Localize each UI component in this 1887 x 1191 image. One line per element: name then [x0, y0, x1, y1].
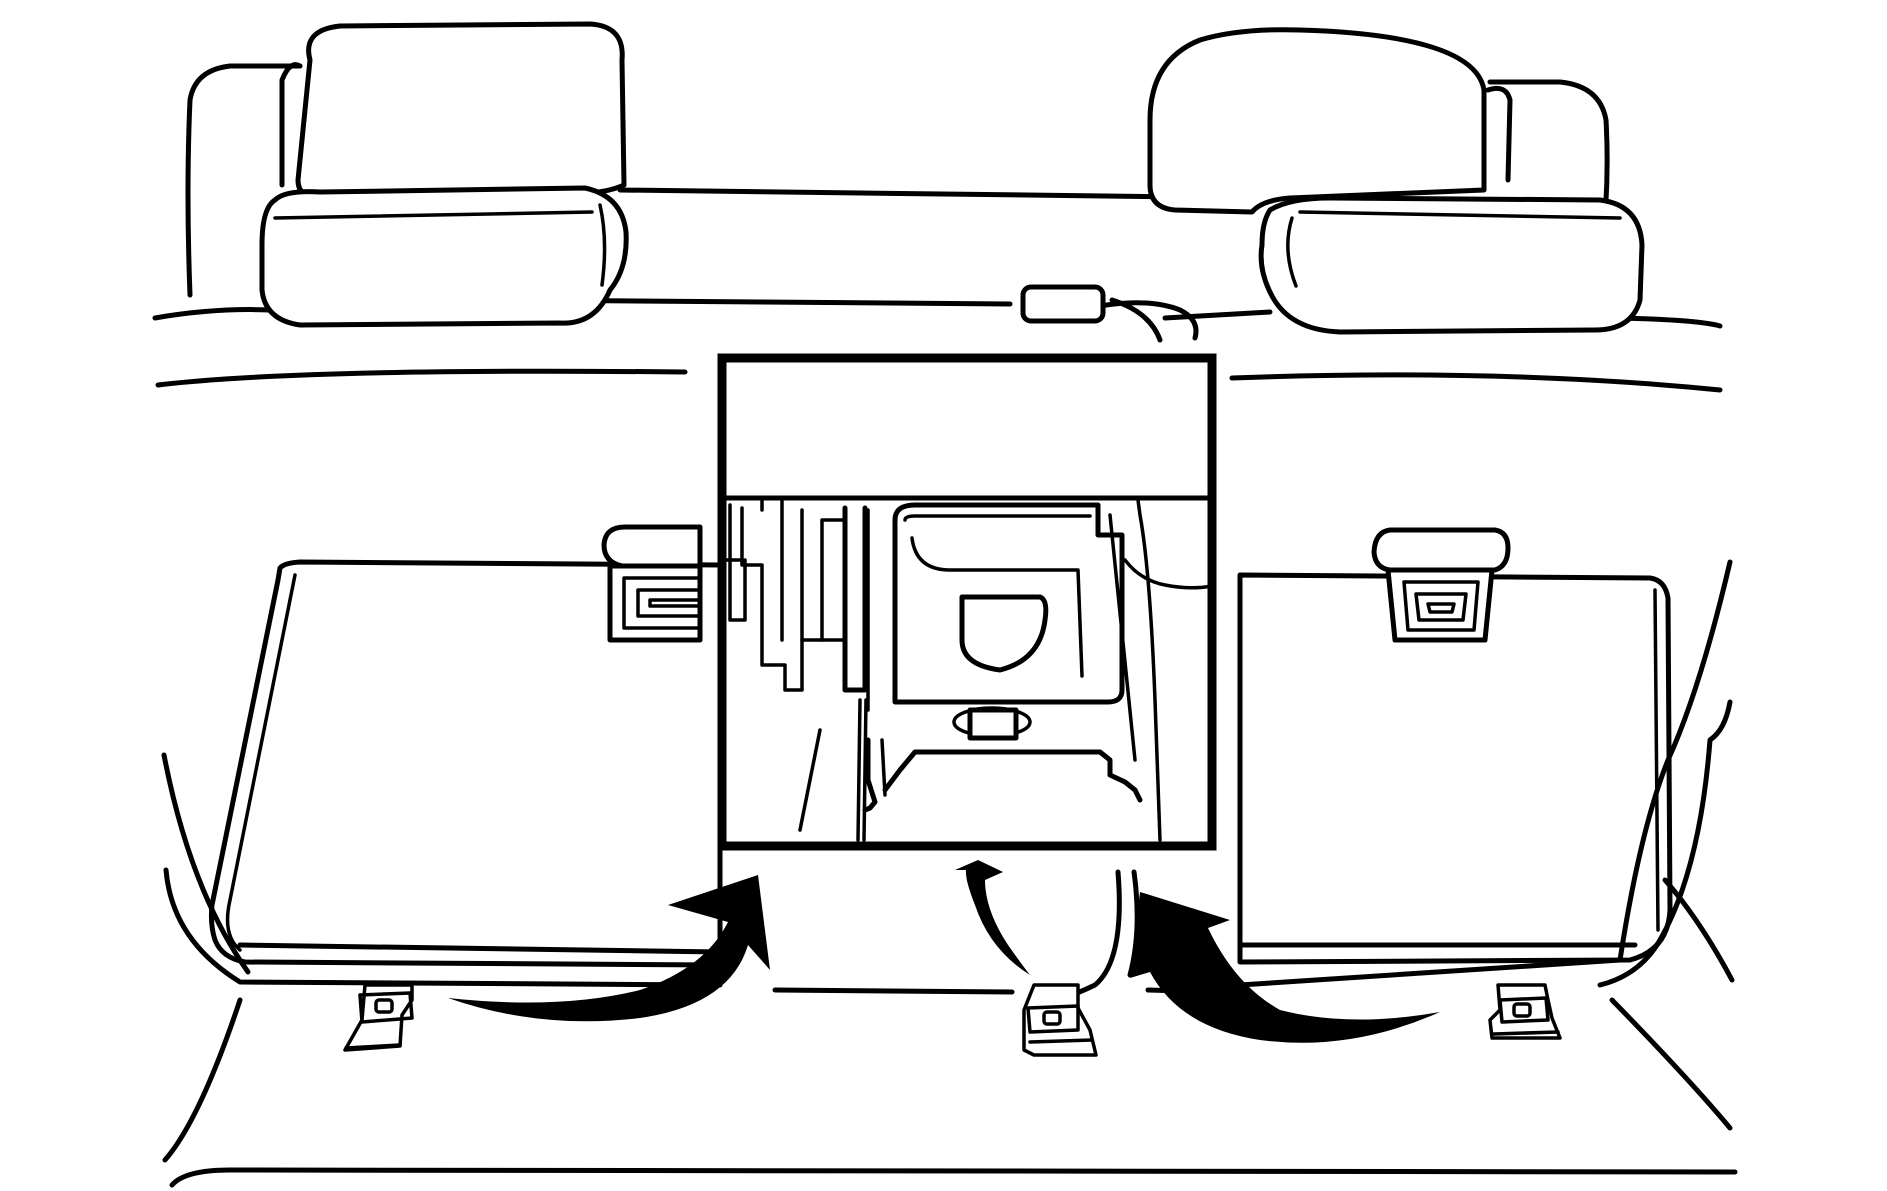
- left-floor-anchor: [343, 983, 414, 1052]
- detail-inset-view: [717, 353, 1217, 851]
- right-curved-arrow: [1130, 892, 1440, 1043]
- right-headrest: [1147, 27, 1645, 335]
- center-strap-tab: [1020, 284, 1106, 324]
- right-floor-anchor: [1488, 983, 1562, 1040]
- right-seat-cushion: [1237, 572, 1673, 965]
- center-curved-arrow: [955, 860, 1030, 975]
- left-cushion-latch: [601, 524, 703, 643]
- left-curved-arrow: [448, 875, 770, 1022]
- left-headrest: [259, 21, 629, 328]
- left-seat-cushion: [208, 559, 723, 968]
- center-floor-anchor: [1022, 983, 1098, 1057]
- right-cushion-latch: [1371, 527, 1511, 643]
